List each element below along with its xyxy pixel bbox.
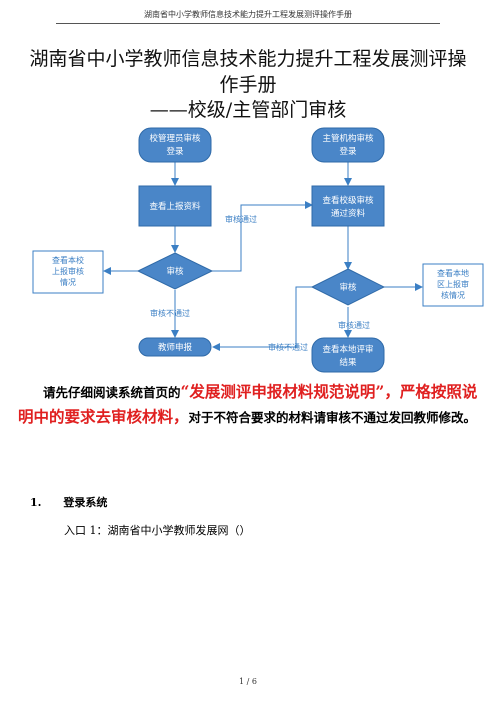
county-pass-label: 审核通过 bbox=[338, 320, 370, 330]
school-review-text: 审核 bbox=[166, 266, 184, 277]
county-result-text-1: 查看本地评审 bbox=[322, 344, 373, 355]
instruction-paragraph: 请先仔细阅读系统首页的“发展测评申报材料规范说明”，严格按照说明中的要求去审核材… bbox=[18, 380, 480, 430]
page-number: 1 / 6 bbox=[239, 677, 257, 686]
instruction-part-2: 对于不符合要求的材料请审核不通过发回教师修改。 bbox=[188, 410, 477, 425]
arrow-county-fail-to-teacher bbox=[212, 286, 312, 351]
view-submission-box bbox=[138, 185, 212, 227]
teacher-apply-text: 教师申报 bbox=[158, 342, 193, 353]
county-login-text-2: 登录 bbox=[339, 146, 357, 157]
county-result-box bbox=[311, 337, 385, 373]
view-submission-text: 查看上报资料 bbox=[149, 201, 201, 212]
county-note-text-1: 查看本地 bbox=[437, 268, 469, 278]
county-view-text-1: 查看校级审核 bbox=[322, 195, 374, 206]
county-login-text-1: 主管机构审核 bbox=[322, 133, 374, 144]
title-line-1: 湖南省中小学教师信息技术能力提升工程发展测评操 bbox=[29, 48, 467, 70]
teacher-apply-box bbox=[138, 337, 212, 357]
county-review-text: 审核 bbox=[339, 282, 357, 293]
section-title: 登录系统 bbox=[63, 496, 108, 509]
county-review-diamond bbox=[310, 268, 386, 306]
school-fail-label: 审核不通过 bbox=[150, 308, 190, 318]
arrow-pass-to-county bbox=[212, 201, 313, 272]
entry-text: 入口 1：湖南省中小学教师发展网（） bbox=[64, 524, 251, 537]
section-heading: 1. 登录系统 bbox=[30, 494, 107, 510]
county-result-text-2: 结果 bbox=[339, 357, 357, 368]
county-login-box bbox=[311, 127, 385, 163]
header-rule bbox=[56, 23, 440, 24]
county-view-text-2: 通过资料 bbox=[331, 208, 366, 219]
school-note-box bbox=[32, 250, 104, 294]
school-login-text-2: 登录 bbox=[166, 146, 184, 157]
school-review-diamond bbox=[136, 252, 214, 290]
section-number: 1. bbox=[30, 496, 42, 509]
county-note-text-3: 核情况 bbox=[441, 290, 465, 300]
school-note-text-1: 查看本校 bbox=[52, 255, 84, 265]
instruction-highlight: “发展测评申报材料规范说明”，严格按照说明中的要求去审核材料， bbox=[18, 382, 478, 426]
county-note-box bbox=[422, 263, 484, 307]
school-login-box bbox=[138, 127, 212, 163]
school-login-text-1: 校管理员审核 bbox=[149, 133, 201, 144]
county-view-box bbox=[311, 185, 385, 227]
title-line-3: ——校级/主管部门审核 bbox=[149, 99, 347, 121]
county-note-text-2: 区上报审 bbox=[437, 279, 469, 289]
instruction-part-1: 请先仔细阅读系统首页的 bbox=[43, 385, 181, 400]
school-note-text-2: 上报审核 bbox=[52, 266, 84, 276]
title-line-2: 作手册 bbox=[219, 74, 277, 96]
school-pass-label: 审核通过 bbox=[225, 214, 257, 224]
county-fail-label: 审核不通过 bbox=[268, 342, 308, 352]
school-note-text-3: 情况 bbox=[60, 277, 76, 287]
running-header: 湖南省中小学教师信息技术能力提升工程发展测评操作手册 bbox=[144, 10, 352, 19]
